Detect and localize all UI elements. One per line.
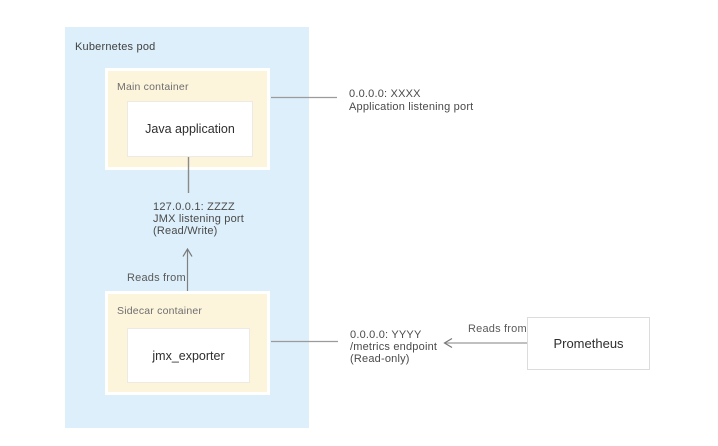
jmx-exporter-label: jmx_exporter [152, 348, 225, 363]
java-application-box: Java application [127, 101, 253, 157]
annotation-metrics-endpoint: 0.0.0.0: YYYY /metrics endpoint (Read-on… [350, 329, 438, 365]
main-container-label: Main container [117, 81, 189, 93]
annotation-line: JMX listening port [153, 212, 245, 225]
left-arrow-icon [443, 337, 453, 349]
annotation-line: (Read/Write) [153, 224, 218, 237]
kubernetes-pod-label: Kubernetes pod [75, 41, 156, 53]
annotation-line: (Read-only) [350, 352, 410, 365]
prometheus-box: Prometheus [527, 317, 650, 370]
annotation-line: 0.0.0.0: XXXX [349, 88, 421, 100]
annotation-app-listening-port: 0.0.0.0: XXXX Application listening port [349, 88, 473, 113]
annotation-line: /metrics endpoint [350, 340, 438, 353]
jmx-exporter-box: jmx_exporter [127, 328, 250, 383]
annotation-line: 0.0.0.0: YYYY [350, 329, 422, 341]
sidecar-container-label: Sidecar container [117, 305, 203, 317]
java-application-label: Java application [145, 122, 235, 136]
reads-from-label-prometheus: Reads from [468, 323, 527, 335]
annotation-line: Application listening port [349, 100, 474, 113]
prometheus-label: Prometheus [553, 336, 624, 351]
annotation-jmx-listening-port: 127.0.0.1: ZZZZ JMX listening port (Read… [153, 201, 245, 237]
annotation-line: 127.0.0.1: ZZZZ [153, 201, 235, 213]
reads-from-label-sidecar: Reads from [127, 272, 186, 284]
